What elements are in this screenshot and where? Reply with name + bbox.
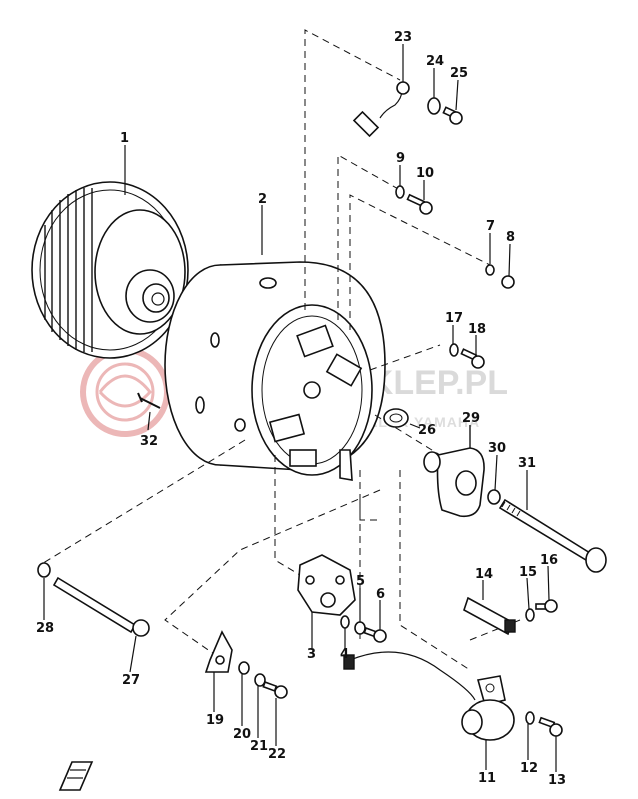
- label-part-1: 1: [120, 131, 129, 146]
- label-part-30: 30: [488, 441, 506, 456]
- label-part-5: 5: [356, 574, 365, 589]
- label-part-13: 13: [548, 773, 566, 788]
- label-part-14: 14: [475, 567, 493, 582]
- washer-part-30: [487, 489, 501, 505]
- label-part-31: 31: [518, 456, 536, 471]
- brush-holder-part-3: [297, 554, 356, 616]
- washer-part-5: [354, 621, 366, 635]
- rotor-part: [31, 181, 189, 359]
- pin-part-32: [137, 392, 161, 431]
- wire-terminal-icon: [343, 654, 355, 670]
- washer-part-4: [340, 615, 350, 629]
- screw-part-13: [538, 716, 563, 737]
- label-part-11: 11: [478, 771, 496, 786]
- label-part-21: 21: [250, 739, 268, 754]
- label-part-17: 17: [445, 311, 463, 326]
- washer-part-7: [485, 264, 495, 276]
- label-part-6: 6: [376, 587, 385, 602]
- clamp-part-19: [204, 630, 233, 673]
- screw-part-8: [501, 275, 515, 289]
- long-bolt-part-31: [498, 498, 607, 573]
- screw-part-6: [363, 627, 387, 643]
- washer-part-15: [525, 608, 535, 622]
- label-part-18: 18: [468, 322, 486, 337]
- washer-part-9: [395, 185, 405, 199]
- long-bolt-part-27: [52, 576, 150, 637]
- sensor-part-11: [461, 675, 515, 741]
- label-part-19: 19: [206, 713, 224, 728]
- label-part-27: 27: [122, 673, 140, 688]
- label-part-8: 8: [506, 230, 515, 245]
- label-part-16: 16: [540, 553, 558, 568]
- label-part-23: 23: [394, 30, 412, 45]
- label-part-3: 3: [307, 647, 316, 662]
- label-part-26: 26: [418, 423, 436, 438]
- label-part-24: 24: [426, 54, 444, 69]
- screw-part-22: [262, 681, 288, 699]
- part-number-labels: 1 2 3 4 5 6 7 8 9 10 11 12 13 14 15 16 1…: [36, 30, 566, 788]
- stator-housing-part: [164, 261, 386, 481]
- label-part-7: 7: [486, 219, 495, 234]
- page-marker-icon: [58, 761, 94, 791]
- screw-part-25: [442, 106, 463, 125]
- label-part-28: 28: [36, 621, 54, 636]
- lead-wire: [349, 651, 476, 701]
- screw-part-18: [460, 348, 485, 369]
- washer-part-28: [37, 562, 51, 578]
- label-part-25: 25: [450, 66, 468, 81]
- label-part-10: 10: [416, 166, 434, 181]
- bearing-cover-part-29: [423, 425, 485, 518]
- label-part-29: 29: [462, 411, 480, 426]
- label-part-22: 22: [268, 747, 286, 762]
- leader-lines: [43, 44, 557, 772]
- washer-part-20: [238, 661, 250, 675]
- screw-part-10: [406, 193, 433, 215]
- label-part-9: 9: [396, 151, 405, 166]
- washer-part-21: [254, 673, 266, 687]
- washer-part-17: [449, 343, 459, 357]
- label-part-2: 2: [258, 192, 267, 207]
- bracket-part-14: [463, 596, 516, 636]
- screw-part-16: [535, 599, 558, 613]
- label-part-15: 15: [519, 565, 537, 580]
- washer-part-24: [427, 97, 441, 115]
- grommet-part-26: [383, 408, 421, 429]
- label-part-12: 12: [520, 761, 538, 776]
- washer-part-12: [525, 711, 535, 725]
- lead-wire-part-23: [352, 81, 410, 138]
- label-part-32: 32: [140, 434, 158, 449]
- label-part-4: 4: [340, 647, 349, 662]
- label-part-20: 20: [233, 727, 251, 742]
